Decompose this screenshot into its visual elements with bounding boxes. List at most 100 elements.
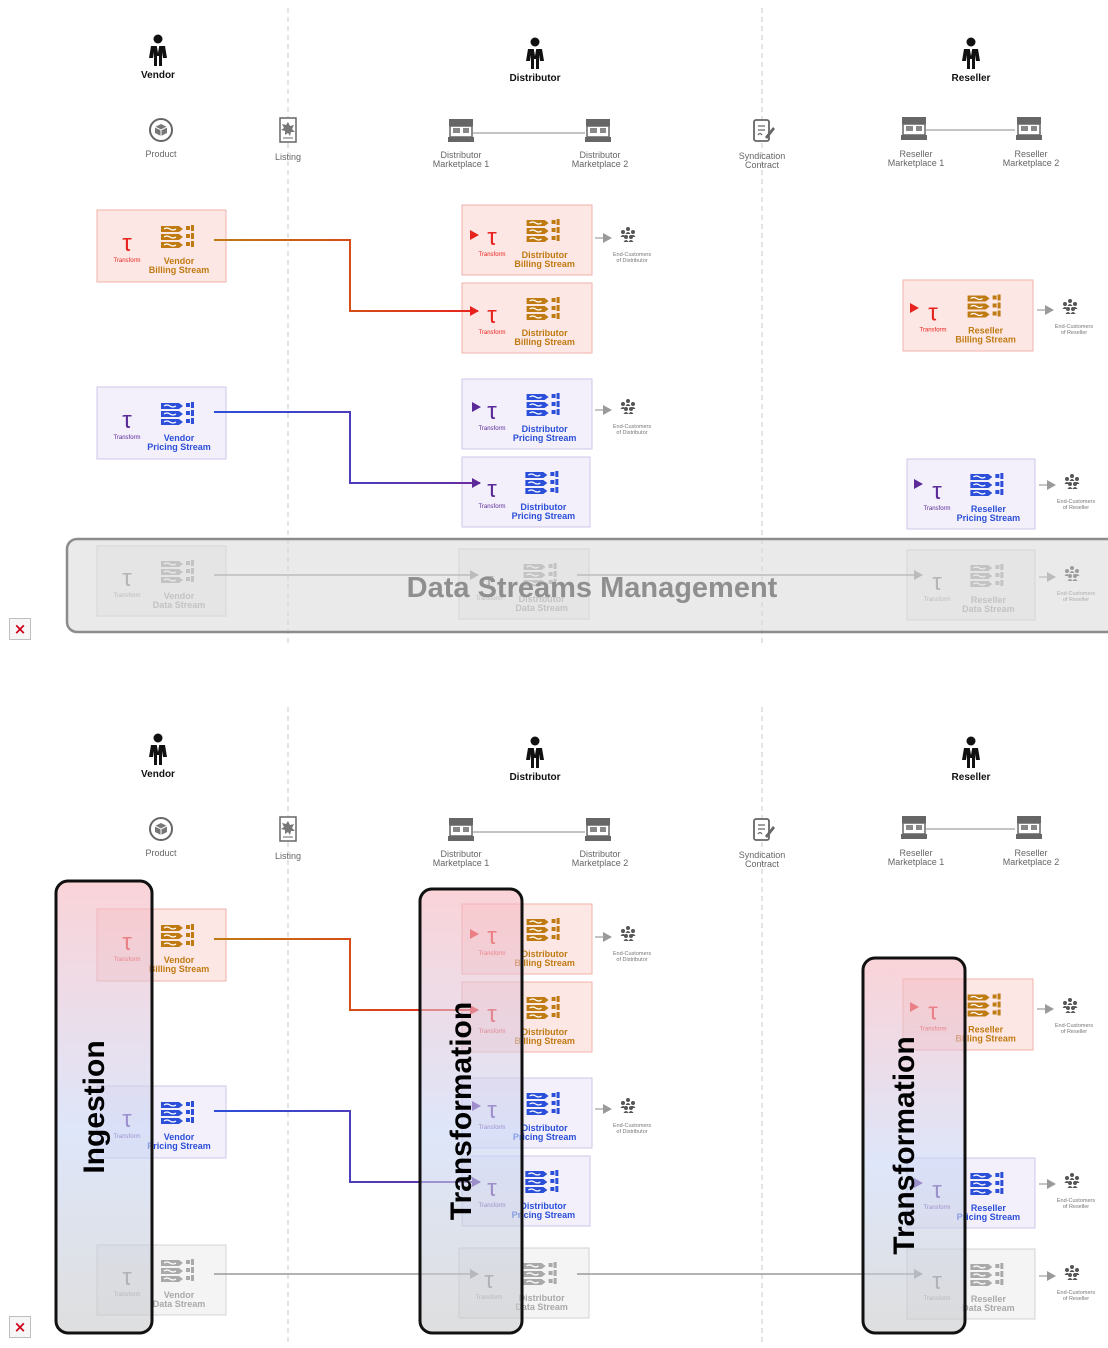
stream-name-line: Billing Stream — [149, 265, 210, 275]
stream-dot — [1000, 481, 1004, 487]
stream-dot — [992, 295, 997, 300]
customer-body — [1065, 1011, 1071, 1013]
stream-dot — [1000, 1263, 1004, 1269]
stream-waves — [163, 227, 177, 247]
listing-icon — [279, 117, 297, 143]
stream-dot — [995, 474, 1000, 478]
end-customers-reseller-line: of Reseller — [1063, 505, 1089, 511]
stream-dot — [185, 941, 190, 945]
person-tie — [156, 46, 160, 53]
role-distributor: Distributor — [509, 772, 560, 783]
stream-name-line: Distributor — [522, 1123, 568, 1133]
market-awning — [449, 818, 473, 825]
customer-head — [626, 227, 630, 231]
stream-icon — [160, 924, 194, 947]
customer-head — [1068, 482, 1072, 486]
customer-body — [1067, 1003, 1073, 1005]
stream-dot — [995, 482, 1000, 486]
person-icon — [526, 736, 544, 768]
stream-name-line: Distributor — [520, 1201, 566, 1211]
market-item — [1021, 126, 1028, 131]
stream-dot — [190, 940, 194, 946]
stream-name-line: Data Stream — [515, 1302, 568, 1312]
stream-icon — [160, 1259, 194, 1282]
asset-res-mp1-line: Reseller — [899, 149, 932, 159]
stream-dot — [556, 305, 560, 311]
stream-icon — [526, 918, 560, 941]
phase-box: Transformation — [418, 887, 524, 1335]
end-customers-reseller-line: of Reseller — [1063, 1204, 1089, 1210]
stream-dot — [997, 310, 1001, 317]
end-customers-distributor-line: of Distributor — [616, 957, 647, 963]
stream-dot — [550, 488, 555, 492]
stream-waves — [529, 221, 542, 241]
customer-body — [625, 404, 631, 406]
stream-dot — [551, 394, 556, 398]
end-customers-icon — [620, 399, 636, 414]
stream-dot — [556, 401, 560, 407]
stream-dot — [997, 1001, 1001, 1008]
stream-dot — [185, 1118, 190, 1122]
stream-dot — [1000, 1279, 1004, 1285]
end-customers-icon — [1064, 1173, 1080, 1188]
stream-name-line: Billing Stream — [955, 1034, 1016, 1044]
asset-product-line: Product — [145, 848, 177, 858]
market-counter — [1016, 135, 1042, 140]
stream-dot — [185, 403, 190, 407]
stream-waves — [970, 995, 983, 1016]
market-item — [590, 128, 597, 133]
stream-dot — [548, 1263, 553, 1267]
stream-dot — [553, 1278, 557, 1284]
asset-dist-mp2-line: Distributor — [579, 849, 620, 859]
stream-dot — [995, 1173, 1000, 1177]
stream-dot — [190, 418, 194, 424]
contract-icon — [753, 818, 775, 841]
end-customers-reseller-line: End-Customers — [1057, 1290, 1095, 1296]
asset-product-line: Product — [145, 149, 177, 159]
product-ring — [149, 118, 173, 142]
role-vendor: Vendor — [141, 70, 175, 81]
stream-icon — [160, 225, 194, 248]
stream-dot — [190, 1109, 194, 1115]
person-head — [530, 37, 540, 47]
customer-head — [626, 926, 630, 930]
customer-head — [631, 230, 635, 234]
contract-lines — [757, 824, 765, 835]
stream-name-line: Reseller — [968, 326, 1004, 336]
asset-syndication-line: Contract — [745, 160, 780, 170]
market-awning — [902, 117, 926, 124]
customer-body — [625, 1103, 631, 1105]
stream-dot — [992, 303, 997, 308]
stream-dot — [997, 294, 1001, 301]
customer-head — [1065, 477, 1069, 481]
asset-res-mp2-line: Reseller — [1014, 848, 1047, 858]
product-cube-edges — [154, 126, 168, 136]
stream-dot — [556, 1100, 560, 1106]
market-item — [906, 126, 913, 131]
end-customers-icon — [1062, 998, 1078, 1013]
customer-head — [1071, 307, 1075, 311]
stream-dot — [551, 306, 556, 310]
asset-dist-mp1-line: Marketplace 1 — [433, 858, 490, 868]
person-body — [526, 49, 544, 69]
stream-dot — [551, 919, 556, 923]
transform-label: Transform — [113, 435, 140, 441]
stream-dot — [555, 471, 559, 477]
stream-dot — [556, 1092, 560, 1098]
stream-dot — [551, 1109, 556, 1113]
stream-dot — [555, 487, 559, 493]
transform-label: Transform — [478, 426, 505, 432]
marketplace-icon — [448, 818, 474, 841]
customer-head — [1068, 299, 1072, 303]
stream-dot — [185, 1268, 190, 1272]
asset-listing-line: Listing — [275, 152, 301, 162]
customer-body — [628, 412, 634, 414]
